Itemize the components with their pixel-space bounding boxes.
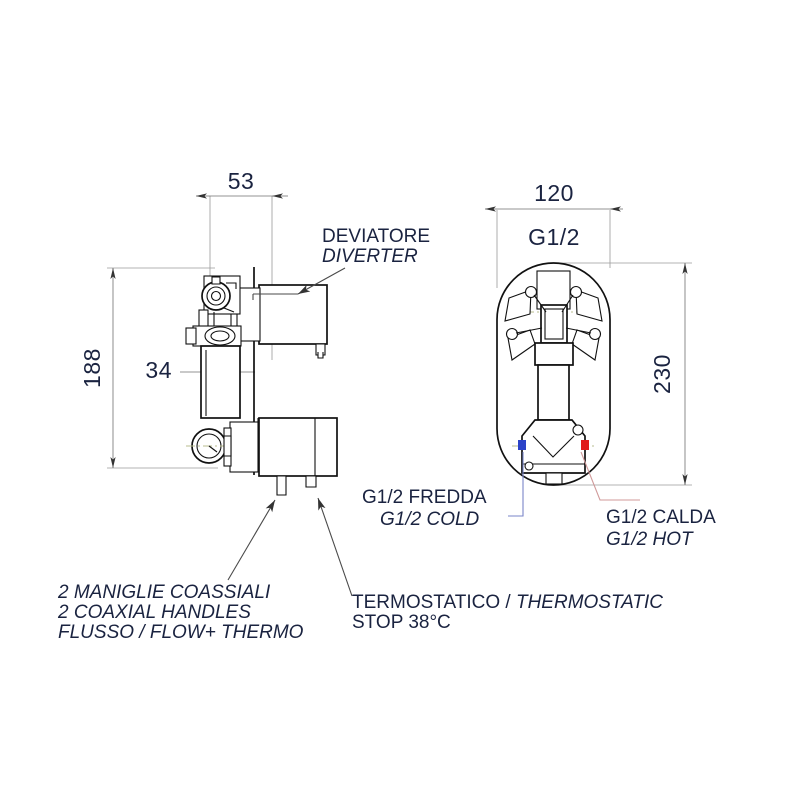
hot-label-line2: G1/2 HOT xyxy=(606,529,694,550)
dimension-188-text: 188 xyxy=(79,348,105,388)
lower-valve-hardware xyxy=(186,428,232,464)
callout-diverter: DEVIATORE DIVERTER xyxy=(322,226,430,267)
front-thermostatic-body xyxy=(521,419,586,485)
handles-label-line2: 2 COAXIAL HANDLES xyxy=(57,602,251,623)
thermostatic-label-line2: STOP 38°C xyxy=(352,612,451,633)
thermostatic-label-line1: TERMOSTATICO / xyxy=(352,592,516,613)
leader-lines xyxy=(227,267,640,597)
mid-coupling xyxy=(185,325,242,347)
dimension-230: 230 xyxy=(649,263,688,485)
diverter-label-line1: DEVIATORE xyxy=(322,226,430,247)
callout-thermostatic: TERMOSTATICO / THERMOSTATIC STOP 38°C xyxy=(352,592,663,633)
handles-label-line1: 2 MANIGLIE COASSIALI xyxy=(57,582,271,603)
dimension-120-text: 120 xyxy=(534,180,574,206)
handles-label-line3: FLUSSO / FLOW+ THERMO xyxy=(58,622,304,643)
dimension-53-text: 53 xyxy=(228,168,255,194)
dimension-120: 120 xyxy=(485,180,623,212)
diverter-body xyxy=(230,284,328,359)
thermostatic-body xyxy=(223,417,338,496)
callout-hot: G1/2 CALDA G1/2 HOT xyxy=(606,507,716,550)
hot-label-line1: G1/2 CALDA xyxy=(606,507,716,528)
hot-port-marker xyxy=(581,440,589,450)
handles-leader xyxy=(227,499,276,581)
cold-label-line1: G1/2 FREDDA xyxy=(362,487,487,508)
callout-cold: G1/2 FREDDA G1/2 COLD xyxy=(362,487,487,530)
diverter-leader xyxy=(297,267,346,295)
dimension-53: 53 xyxy=(196,168,288,199)
callout-handles: 2 MANIGLIE COASSIALI 2 COAXIAL HANDLES F… xyxy=(57,582,304,643)
thermostatic-leader xyxy=(317,497,353,597)
connecting-pipe xyxy=(200,345,241,419)
side-section-view: 53 34 188 xyxy=(79,168,338,496)
front-view-extension-lines xyxy=(496,210,692,486)
front-view-thread-label: G1/2 xyxy=(528,224,580,250)
diverter-label-line2: DIVERTER xyxy=(322,246,418,267)
front-center-pipe xyxy=(537,364,570,421)
cold-port-marker xyxy=(518,440,526,450)
front-view: 120 G1/2 230 xyxy=(485,180,692,486)
upper-valve-hardware xyxy=(198,275,241,333)
dimension-230-text: 230 xyxy=(649,354,675,394)
cross-handle-assembly xyxy=(504,270,603,366)
svg-text:TERMOSTATICO / THERMOSTATIC: TERMOSTATICO / THERMOSTATIC xyxy=(352,592,663,613)
cold-leader xyxy=(508,452,524,517)
hot-leader xyxy=(580,451,640,501)
dimension-188: 188 xyxy=(79,268,116,468)
dimension-34-text: 34 xyxy=(145,357,172,383)
thermostatic-label-line1-italic: THERMOSTATIC xyxy=(516,592,663,613)
cold-label-line2: G1/2 COLD xyxy=(380,509,480,530)
